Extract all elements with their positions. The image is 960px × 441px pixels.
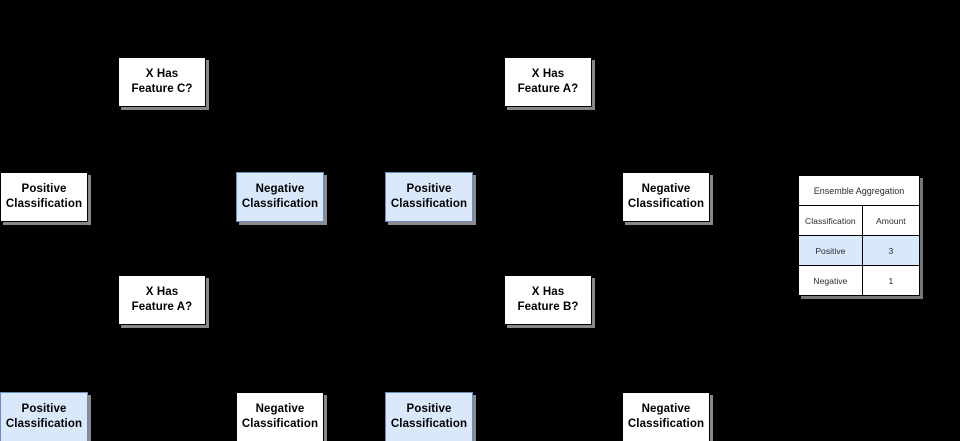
- node-label: Positive Classification: [390, 402, 468, 430]
- node-tree2-right-negative[interactable]: Negative Classification: [236, 392, 324, 441]
- node-tree2-root[interactable]: X Has Feature A?: [118, 275, 206, 325]
- node-label: Negative Classification: [627, 402, 705, 430]
- node-label: X Has Feature A?: [131, 285, 193, 313]
- node-tree1-root[interactable]: X Has Feature C?: [118, 57, 206, 107]
- cell-amount: 1: [861, 265, 921, 296]
- node-label: Negative Classification: [241, 182, 319, 210]
- node-tree3-right-negative[interactable]: Negative Classification: [622, 172, 710, 222]
- node-label: Positive Classification: [390, 182, 468, 210]
- node-label: X Has Feature A?: [517, 67, 579, 95]
- node-tree4-root[interactable]: X Has Feature B?: [504, 275, 592, 325]
- cell-classification: Positive: [798, 235, 863, 266]
- node-tree4-right-negative[interactable]: Negative Classification: [622, 392, 710, 441]
- node-tree4-left-positive[interactable]: Positive Classification: [385, 392, 473, 441]
- node-label: X Has Feature C?: [131, 67, 193, 95]
- node-label: Negative Classification: [627, 182, 705, 210]
- column-header-amount: Amount: [861, 205, 921, 236]
- node-label: Negative Classification: [241, 402, 319, 430]
- node-label: Positive Classification: [5, 402, 83, 430]
- cell-amount: 3: [861, 235, 921, 266]
- ensemble-aggregation-table: Ensemble Aggregation Classification Amou…: [798, 175, 921, 296]
- node-tree2-left-positive[interactable]: Positive Classification: [0, 392, 88, 441]
- node-tree1-right-negative[interactable]: Negative Classification: [236, 172, 324, 222]
- table-header-row: Classification Amount: [798, 205, 921, 236]
- table-row[interactable]: Positive 3: [798, 235, 921, 266]
- node-tree3-left-positive[interactable]: Positive Classification: [385, 172, 473, 222]
- node-tree3-root[interactable]: X Has Feature A?: [504, 57, 592, 107]
- table-title: Ensemble Aggregation: [798, 175, 920, 206]
- node-tree1-left-positive[interactable]: Positive Classification: [0, 172, 88, 222]
- cell-classification: Negative: [798, 265, 863, 296]
- column-header-classification: Classification: [798, 205, 863, 236]
- table-title-row: Ensemble Aggregation: [798, 175, 920, 206]
- table-row[interactable]: Negative 1: [798, 265, 921, 296]
- node-label: Positive Classification: [5, 182, 83, 210]
- node-label: X Has Feature B?: [517, 285, 579, 313]
